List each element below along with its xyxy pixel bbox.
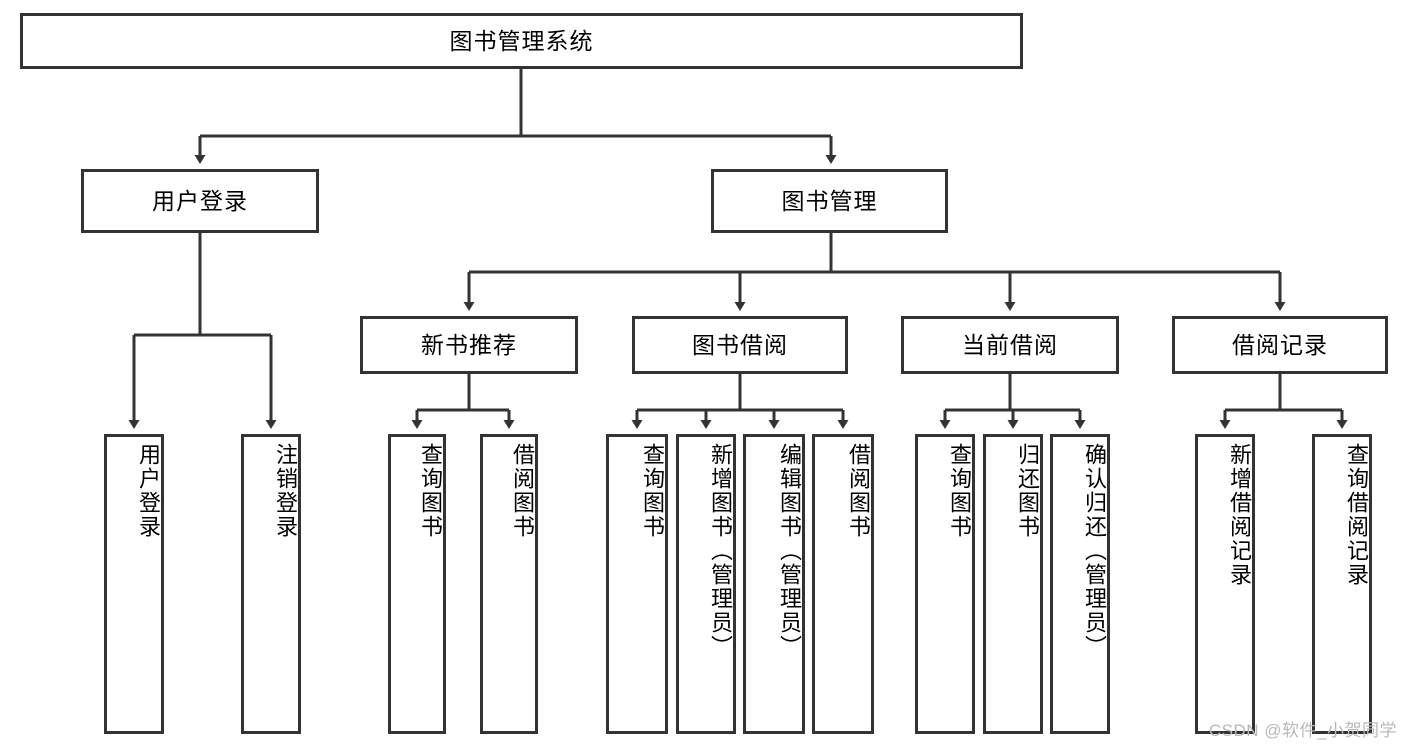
leaf-label: 新增借阅记录 [1227,443,1252,587]
leaf-label: 查询图书 [947,443,972,539]
leaf-query-books-current[interactable]: 查询图书 [915,434,975,734]
leaf-label: 确认归还（管理员） [1082,443,1107,659]
leaf-logout[interactable]: 注销登录 [241,434,301,734]
leaf-return-books[interactable]: 归还图书 [983,434,1043,734]
leaf-borrow-books-recommend[interactable]: 借阅图书 [480,434,538,734]
leaf-borrow-books[interactable]: 借阅图书 [812,434,874,734]
leaf-label: 查询借阅记录 [1344,443,1369,587]
leaf-query-books-recommend[interactable]: 查询图书 [388,434,446,734]
node-current-borrowing[interactable]: 当前借阅 [901,316,1119,374]
leaf-label: 新增图书（管理员） [708,443,733,659]
leaf-label: 借阅图书 [846,443,871,539]
node-book-management[interactable]: 图书管理 [711,169,948,233]
leaf-label: 用户登录 [136,443,161,539]
csdn-watermark: CSDN @软件_小贺同学 [1208,721,1397,740]
node-root-system[interactable]: 图书管理系统 [20,13,1023,69]
leaf-query-borrow-record[interactable]: 查询借阅记录 [1312,434,1372,734]
node-book-borrowing[interactable]: 图书借阅 [632,316,848,374]
leaf-label: 归还图书 [1015,443,1040,539]
node-borrow-records[interactable]: 借阅记录 [1172,316,1388,374]
leaf-label: 编辑图书（管理员） [777,443,802,659]
leaf-confirm-return-admin[interactable]: 确认归还（管理员） [1050,434,1110,734]
leaf-label: 注销登录 [273,443,298,539]
leaf-add-borrow-record[interactable]: 新增借阅记录 [1195,434,1255,734]
node-new-book-recommendation[interactable]: 新书推荐 [360,316,578,374]
leaf-edit-book-admin[interactable]: 编辑图书（管理员） [743,434,805,734]
leaf-label: 查询图书 [640,443,665,539]
node-user-login[interactable]: 用户登录 [81,169,319,233]
leaf-label: 查询图书 [418,443,443,539]
leaf-add-book-admin[interactable]: 新增图书（管理员） [676,434,736,734]
leaf-label: 借阅图书 [510,443,535,539]
leaf-user-login[interactable]: 用户登录 [104,434,164,734]
leaf-query-books-borrowing[interactable]: 查询图书 [606,434,668,734]
